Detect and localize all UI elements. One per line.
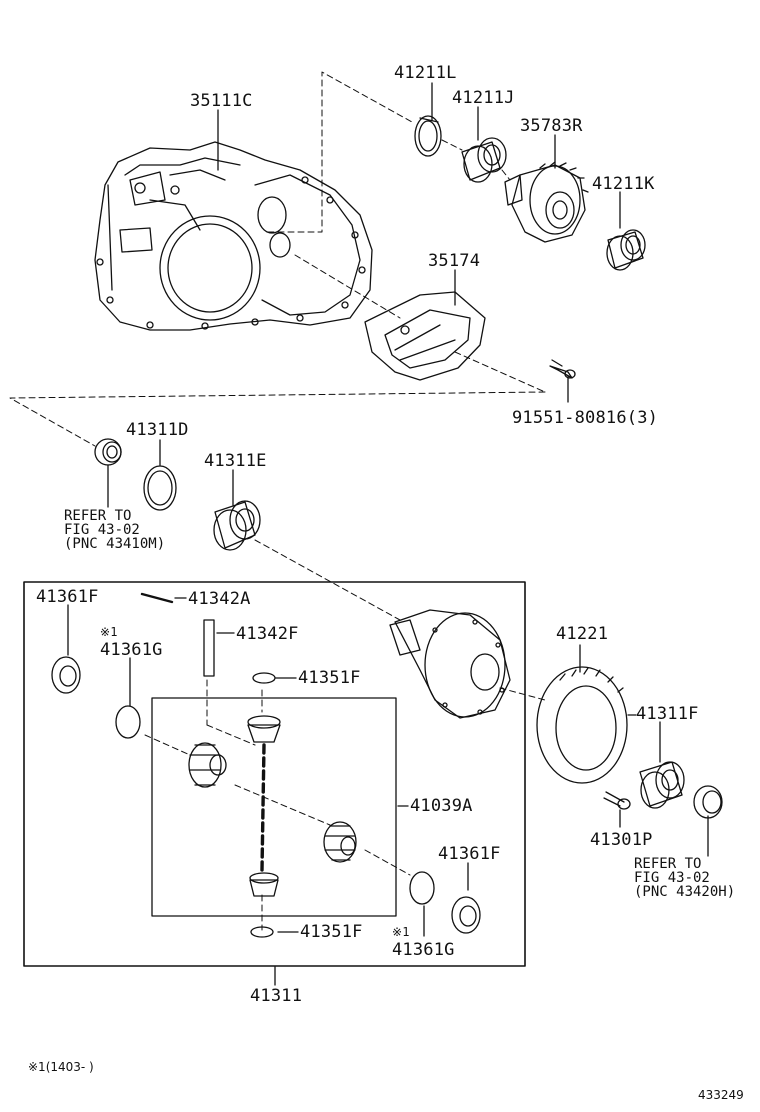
- bearing-41311E: [213, 500, 261, 551]
- note-mark-2: ※1: [392, 925, 410, 939]
- cover-35174: [364, 291, 486, 381]
- transaxle-housing: [94, 141, 373, 331]
- pinion-shaft-41342F: [203, 619, 215, 677]
- leader-lines: [67, 82, 709, 986]
- bearing-41211K: [606, 229, 646, 271]
- gear-35783R: [504, 161, 589, 243]
- label-41311F: 41311F: [636, 704, 699, 724]
- footnote: ※1(1403- ): [28, 1060, 94, 1074]
- label-41351F-lower: 41351F: [300, 922, 363, 942]
- label-41221: 41221: [556, 624, 609, 644]
- label-41311E: 41311E: [204, 451, 267, 471]
- figure-number: 433249: [698, 1088, 744, 1102]
- label-35111C: 35111C: [190, 91, 253, 111]
- reference-note-right: REFER TO FIG 43-02 (PNC 43420H): [634, 857, 735, 899]
- label-41311: 41311: [250, 986, 303, 1006]
- reference-line: (PNC 43420H): [634, 884, 736, 900]
- label-35783R: 35783R: [520, 116, 583, 136]
- side-gear-left: [188, 742, 227, 788]
- reference-note-left: REFER TO FIG 43-02 (PNC 43410M): [64, 509, 165, 551]
- washer-41361F-left: [51, 656, 81, 694]
- reference-line: FIG 43-02: [634, 870, 710, 886]
- label-41361G-lower-mark: ※1: [392, 925, 410, 939]
- differential-case: [389, 609, 511, 719]
- differential-case-subframe: [151, 697, 397, 917]
- label-41039A: 41039A: [410, 796, 473, 816]
- label-41211K: 41211K: [592, 174, 655, 194]
- label-41311D: 41311D: [126, 420, 189, 440]
- dashed-alignment-lines: [9, 71, 546, 931]
- side-gear-right: [323, 821, 357, 863]
- note-mark-1: ※1: [100, 625, 118, 639]
- bolt-91551: [549, 359, 576, 379]
- pinion-shaft-axis: [260, 743, 266, 872]
- label-41361G-lower: 41361G: [392, 940, 455, 960]
- bolt-41301P: [603, 791, 631, 810]
- oil-seal-41311D: [94, 438, 122, 466]
- label-41351F-upper: 41351F: [298, 668, 361, 688]
- washer-41351F-upper: [252, 672, 276, 684]
- washer-41361G-lower: [409, 871, 435, 905]
- label-41342A: 41342A: [188, 589, 251, 609]
- reference-line: REFER TO: [634, 856, 702, 872]
- label-41361G-upper: ※1: [100, 625, 118, 639]
- label-41301P: 41301P: [590, 830, 653, 850]
- pinion-gear-upper: [247, 715, 281, 743]
- label-41211J: 41211J: [452, 88, 515, 108]
- ring-gear-41221: [536, 666, 628, 784]
- reference-line: FIG 43-02: [64, 522, 140, 538]
- reference-line: (PNC 43410M): [64, 536, 166, 552]
- differential-assembly-frame: [23, 581, 526, 967]
- washer-41361G-upper: [115, 705, 141, 739]
- oil-seal-right: [693, 785, 723, 819]
- label-41211L: 41211L: [394, 63, 457, 83]
- pinion-gear-lower: [249, 872, 279, 897]
- bearing-41211J: [461, 137, 507, 183]
- label-41361G-upper-number: 41361G: [100, 640, 163, 660]
- label-91551: 91551-80816(3): [512, 408, 659, 428]
- washer-41361F-right: [451, 896, 481, 934]
- pin-41342A: [140, 592, 174, 604]
- reference-line: REFER TO: [64, 508, 132, 524]
- label-41361F-left: 41361F: [36, 587, 99, 607]
- label-35174: 35174: [428, 251, 481, 271]
- washer-41351F-lower: [250, 926, 274, 938]
- label-41361F-right: 41361F: [438, 844, 501, 864]
- bearing-41311F: [639, 761, 685, 809]
- shim-41211L: [414, 115, 442, 157]
- label-41342F: 41342F: [236, 624, 299, 644]
- shim-41311D: [143, 465, 177, 511]
